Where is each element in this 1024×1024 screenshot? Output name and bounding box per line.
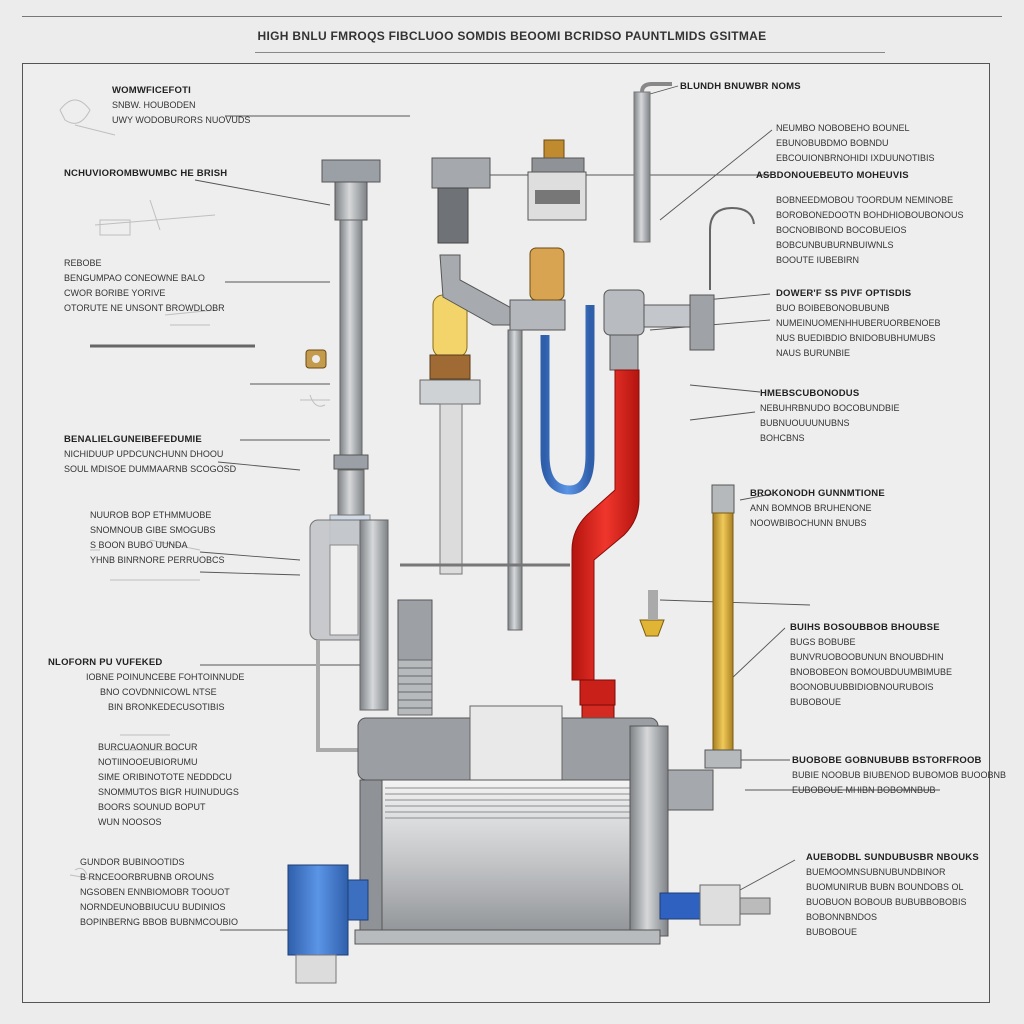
label-block-l: BOBNEEDMOBOU TOORDUM NEMINOBE BOROBONEDO… (776, 195, 964, 265)
label-block-r: AUEBODBL SUNDUBUSBR NBOUKS BUEMOOMNSUBNU… (806, 852, 979, 937)
label-block-a: WOMWFICEFOTI SNBW. HOUBODEN UWY WODOBURO… (112, 85, 251, 125)
label-block-d: BENALIELGUNEIBEFEDUMIE NICHIDUUP UPDCUNC… (64, 434, 237, 474)
sketch-fittings (59, 99, 330, 881)
label-block-k: ASBDONOUEBEUTO MOHEUVIS (756, 170, 909, 181)
label-block-q: BUOBOBE GOBNUBUBB BSTORFROOB BUBIE NOOBU… (792, 755, 1007, 795)
water-tank (354, 705, 714, 945)
sight-glass-assembly (400, 247, 570, 631)
top-rule (22, 16, 1002, 17)
leader-lines (90, 85, 940, 931)
top-valve-cluster (431, 139, 587, 244)
label-block-m: DOWER'F SS PIVF OPTISDIS BUO BOIBEBONOBU… (776, 288, 941, 358)
title-underline (255, 52, 885, 53)
cold-water-line (540, 305, 595, 495)
label-block-e: NUUROB BOP ETHMMUOBE SNOMNOUB GIBE SMOGU… (90, 510, 225, 565)
label-block-b: NCHUVIOROMBWUMBC HE BRISH (64, 168, 228, 179)
bronze-ring (305, 349, 327, 369)
label-block-o: BROKONODH GUNNMTIONE ANN BOMNOB BRUHENON… (750, 488, 885, 528)
label-block-i: BLUNDH BNUWBR NOMS (680, 81, 801, 92)
brass-riser (639, 484, 742, 769)
left-coupling (309, 519, 433, 752)
label-block-j: NEUMBO NOBOBEHO BOUNEL EBUNOBUBDMO BOBND… (776, 123, 935, 163)
label-block-p: BUIHS BOSOUBBOB BHOUBSE BUGS BOBUBE BUNV… (790, 622, 953, 707)
vent-standpipe (633, 82, 755, 290)
page-title: HIGH BNLU FMROQS FIBCLUOO SOMDIS BEOOMI … (257, 29, 767, 43)
left-steel-pipe (321, 159, 381, 546)
hot-water-line (571, 289, 715, 726)
blue-fittings (287, 864, 771, 984)
label-block-f: NLOFORN PU VUFEKED IOBNE POINUNCEBE FOHT… (48, 657, 245, 712)
label-block-h: GUNDOR BUBINOOTIDS B RNCEOORBRUBNB OROUN… (80, 857, 239, 927)
label-block-c: REBOBE BENGUMPAO CONEOWNE BALO CWOR BORI… (64, 258, 225, 313)
label-block-n: HMEBSCUBONODUS NEBUHRBNUDO BOCOBUNDBIE B… (760, 388, 900, 443)
label-block-g: BURCUAONUR BOCUR NOTIINOOEUBIORUMU SIME … (98, 742, 239, 827)
